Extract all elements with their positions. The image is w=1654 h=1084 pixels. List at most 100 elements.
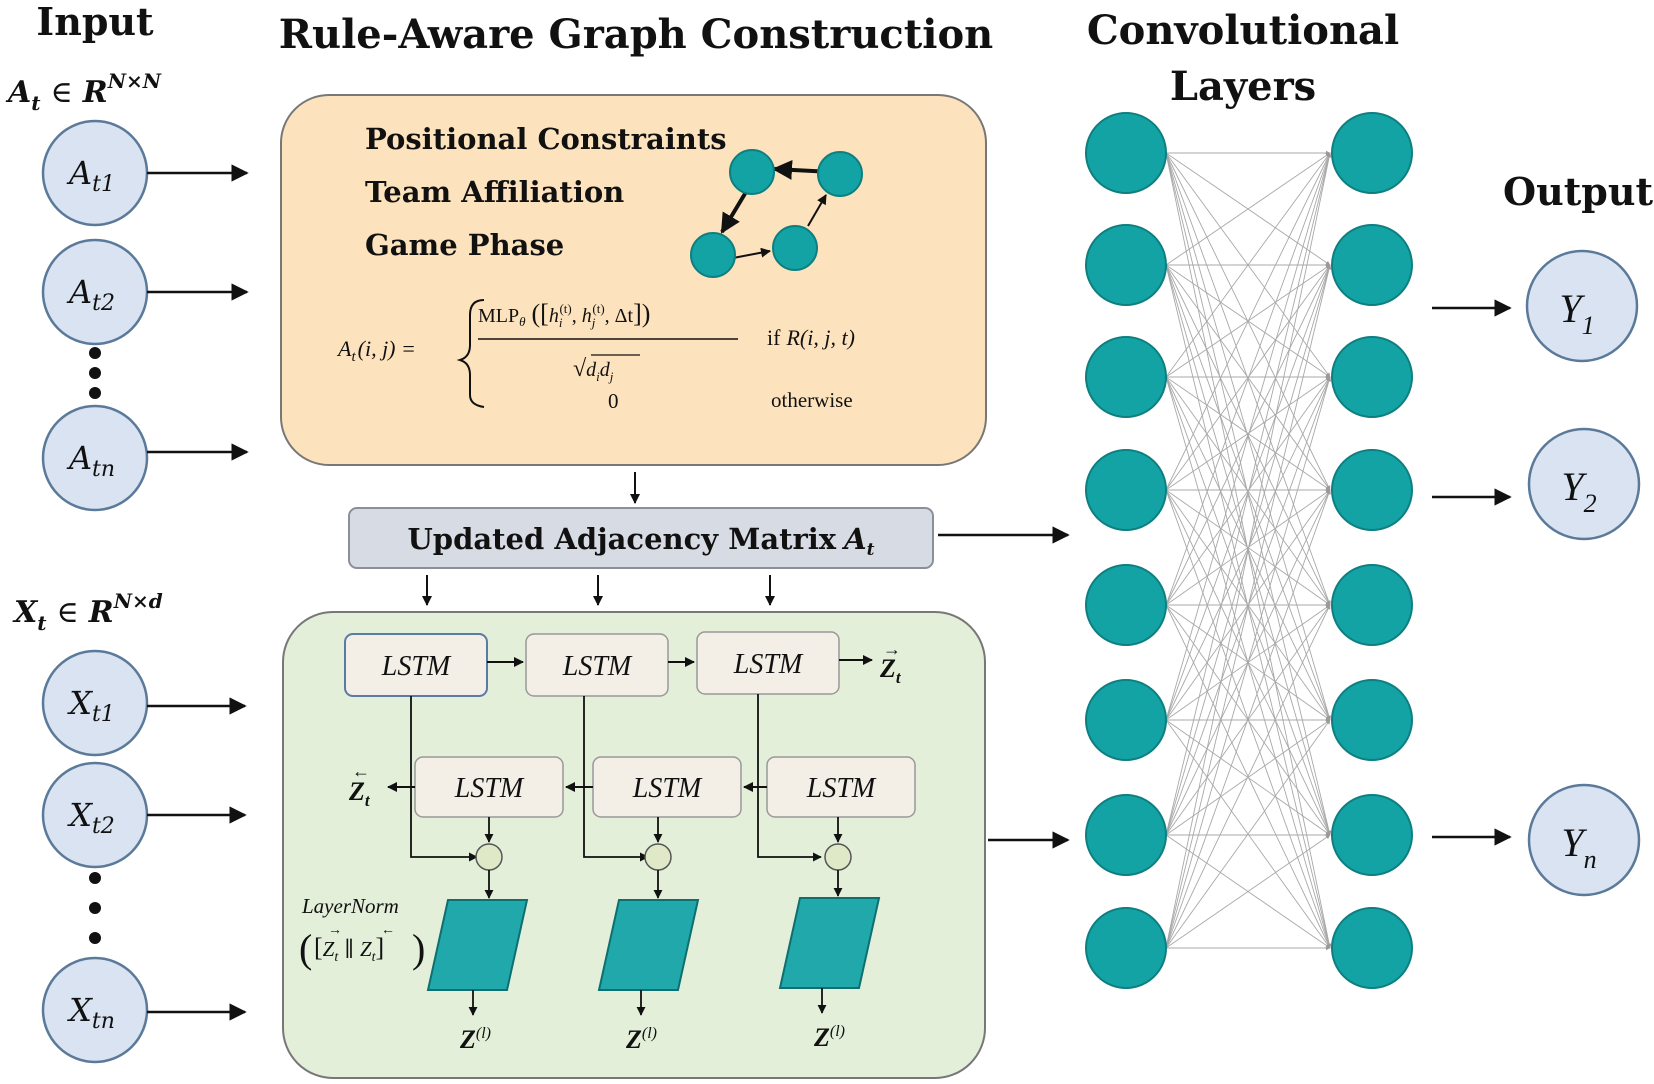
adjacency-bar — [348, 507, 934, 569]
conv-node-right-7 — [1331, 794, 1413, 876]
z-forward-label: Zt — [879, 654, 902, 687]
conv-edge — [1165, 376, 1331, 606]
conv-heading-line2: Layers — [1170, 63, 1316, 110]
z-output-1: Z(l) — [459, 1025, 491, 1054]
input-x-label: Xt∈RN×d — [12, 589, 163, 635]
input-heading: Input — [36, 0, 154, 44]
input-x-ellipsis — [89, 872, 101, 944]
conv-node-left-6 — [1085, 679, 1167, 761]
conv-layer-right — [1331, 112, 1413, 989]
rule-graph-heading: Rule-Aware Graph Construction — [279, 11, 993, 58]
svg-text:): ) — [412, 926, 425, 971]
z-output-2: Z(l) — [625, 1025, 657, 1054]
conv-edge — [1165, 264, 1331, 491]
conv-node-left-2 — [1085, 224, 1167, 306]
svg-text:(: ( — [299, 926, 312, 971]
conv-node-right-5 — [1331, 564, 1413, 646]
svg-text:[Zt∥Zt]: [Zt∥Zt] — [314, 933, 384, 965]
z-backward-label: Zt — [348, 777, 371, 810]
conv-edge — [1165, 376, 1332, 949]
conv-edge — [1165, 152, 1332, 836]
input-x-node-n: Xtn — [41, 956, 149, 1064]
lstm-backward-2: LSTM — [592, 756, 742, 818]
input-a-node-2: At2 — [41, 238, 149, 346]
output-node-n: Yn — [1527, 783, 1641, 897]
svg-text:Xt2: Xt2 — [66, 796, 115, 839]
conv-layer-left — [1085, 112, 1167, 989]
layernorm-block-2 — [597, 899, 700, 991]
conv-node-left-1 — [1085, 112, 1167, 194]
conv-node-left-5 — [1085, 564, 1167, 646]
rule-item-positional: Positional Constraints — [365, 122, 727, 156]
adjacency-formula: At(i, j) = MLPθ([hi(t), hj(t), Δt]) √did… — [336, 299, 855, 413]
input-a-node-n: Atn — [41, 404, 149, 512]
svg-text:At1: At1 — [66, 154, 115, 197]
svg-text:√didj: √didj — [573, 356, 614, 384]
merge-node-2 — [644, 843, 672, 871]
svg-text:Xt1: Xt1 — [66, 684, 115, 727]
svg-text:LSTM: LSTM — [454, 773, 525, 804]
rule-box — [280, 94, 987, 466]
svg-text:LSTM: LSTM — [733, 649, 804, 680]
svg-text:LSTM: LSTM — [562, 651, 633, 682]
lstm-forward-1: LSTM — [344, 633, 488, 697]
svg-text:At(i, j) =: At(i, j) = — [336, 336, 416, 365]
conv-heading-line1: Convolutional — [1087, 7, 1399, 54]
input-a-label: At∈RN×N — [5, 69, 162, 115]
conv-edge — [1165, 604, 1331, 949]
svg-text:otherwise: otherwise — [771, 388, 853, 412]
output-node-2: Y2 — [1527, 427, 1641, 541]
conv-edge — [1165, 152, 1331, 606]
conv-node-right-6 — [1331, 679, 1413, 761]
conv-node-right-8 — [1331, 907, 1413, 989]
conv-node-left-7 — [1085, 794, 1167, 876]
conv-edges — [1165, 150, 1332, 951]
input-x-node-2: Xt2 — [41, 761, 149, 869]
rule-item-phase: Game Phase — [365, 228, 564, 262]
svg-text:→: → — [328, 923, 342, 938]
svg-text:Atn: Atn — [66, 439, 115, 482]
conv-node-right-1 — [1331, 112, 1413, 194]
lstm-forward-3: LSTM — [696, 631, 840, 695]
conv-node-right-3 — [1331, 336, 1413, 418]
svg-text:Y1: Y1 — [1559, 286, 1594, 340]
conv-node-left-4 — [1085, 449, 1167, 531]
svg-text:At2: At2 — [66, 273, 115, 316]
conv-edge — [1165, 834, 1331, 949]
layernorm-label: LayerNorm — [301, 894, 399, 918]
layernorm-block-1 — [426, 899, 529, 991]
svg-text:←: ← — [381, 923, 395, 938]
svg-text:MLPθ([hi(t), hj(t), Δt]): MLPθ([hi(t), hj(t), Δt]) — [478, 299, 650, 330]
graph-icon — [690, 149, 863, 278]
merge-node-3 — [824, 843, 852, 871]
svg-text:LSTM: LSTM — [806, 773, 877, 804]
merge-node-1 — [475, 843, 503, 871]
lstm-forward-2: LSTM — [525, 633, 669, 697]
rule-item-team: Team Affiliation — [365, 175, 624, 209]
svg-text:Y2: Y2 — [1561, 464, 1596, 518]
layernorm-block-3 — [778, 897, 881, 989]
output-node-1: Y1 — [1525, 249, 1639, 363]
conv-edge — [1165, 152, 1332, 949]
conv-node-right-2 — [1331, 224, 1413, 306]
svg-text:ifR(i, j, t): ifR(i, j, t) — [767, 325, 855, 350]
conv-edge — [1165, 152, 1332, 721]
conv-node-left-8 — [1085, 907, 1167, 989]
svg-text:Xtn: Xtn — [66, 991, 115, 1034]
z-output-3: Z(l) — [813, 1023, 845, 1052]
input-x-node-1: Xt1 — [41, 649, 149, 757]
conv-edge — [1165, 264, 1332, 949]
conv-edge — [1165, 152, 1331, 491]
layernorm-expression: ( ) [Zt∥Zt] → ← — [299, 923, 425, 971]
conv-edge — [1165, 152, 1331, 266]
conv-node-left-3 — [1085, 336, 1167, 418]
svg-text:←: ← — [352, 761, 370, 781]
conv-edge — [1165, 376, 1331, 491]
lstm-backward-1: LSTM — [414, 756, 564, 818]
conv-edge — [1165, 489, 1331, 949]
output-heading: Output — [1503, 169, 1653, 214]
svg-text:Yn: Yn — [1561, 820, 1596, 874]
svg-text:LSTM: LSTM — [381, 651, 452, 682]
